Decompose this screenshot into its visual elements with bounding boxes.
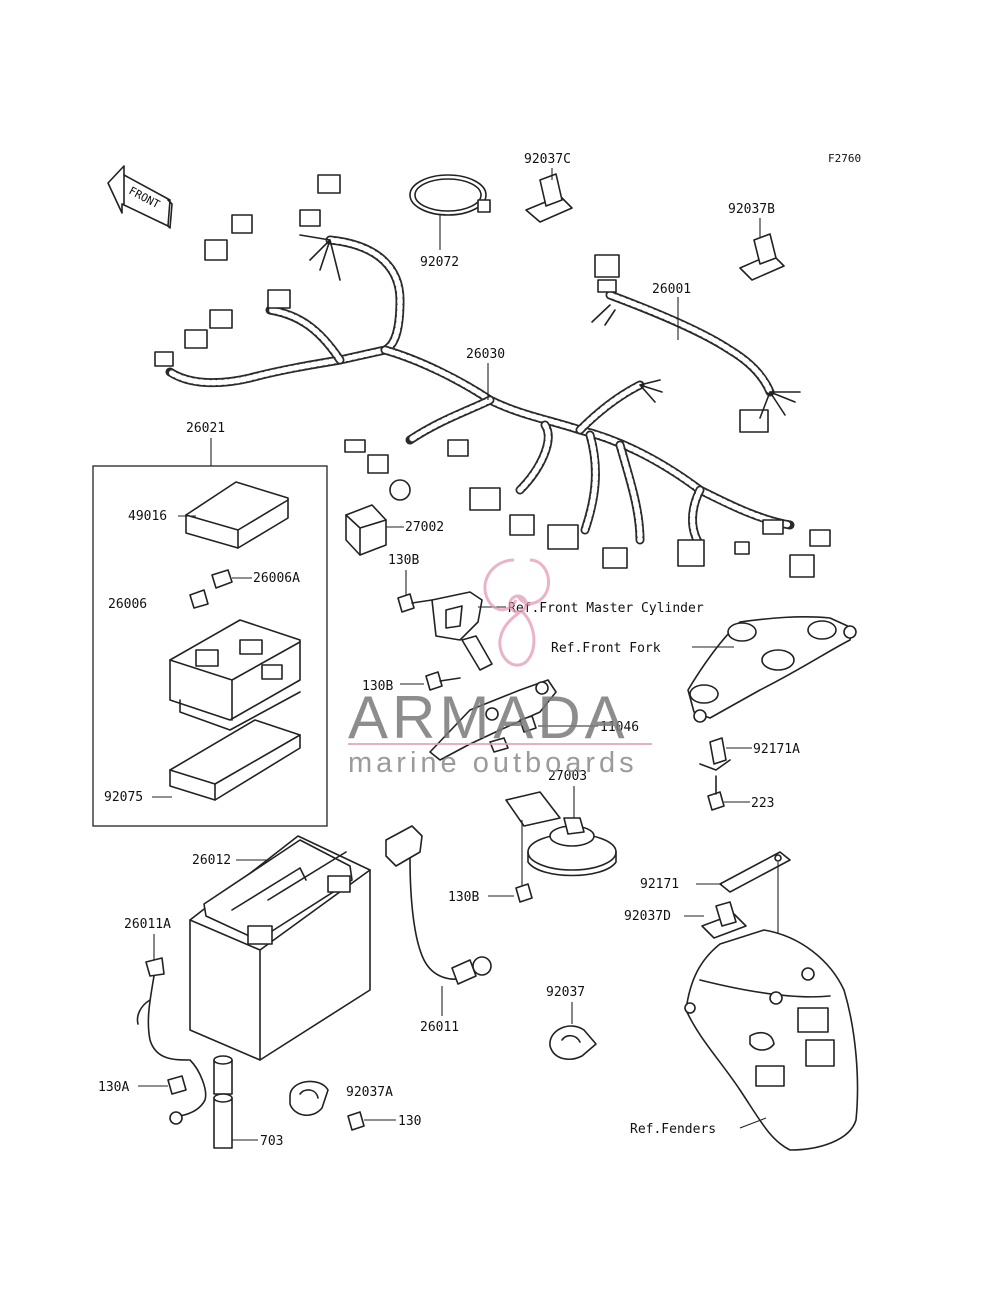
watermark-brand: ARMADA bbox=[348, 684, 629, 751]
label-27002: 27002 bbox=[405, 520, 444, 535]
clamp-92037A bbox=[289, 1080, 329, 1116]
horn-27003 bbox=[505, 791, 617, 877]
relay-27002 bbox=[345, 504, 387, 556]
bolt-130A bbox=[167, 1075, 187, 1095]
strap-92171 bbox=[719, 851, 791, 893]
fuse-box-body bbox=[169, 619, 301, 731]
label-26030: 26030 bbox=[466, 347, 505, 362]
master-cylinder-bracket bbox=[431, 591, 493, 671]
breather-tube-703 bbox=[213, 1055, 233, 1149]
label-26011: 26011 bbox=[420, 1020, 459, 1035]
bolt-130 bbox=[347, 1111, 365, 1131]
label-26011A: 26011A bbox=[124, 917, 171, 932]
label-26021: 26021 bbox=[186, 421, 225, 436]
label-130B-top: 130B bbox=[388, 553, 419, 568]
negative-cable-26011A bbox=[136, 957, 207, 1125]
ref-fenders: Ref.Fenders bbox=[630, 1122, 716, 1137]
fuse-box-tray-92075 bbox=[169, 719, 301, 801]
ref-front-master-cylinder: Ref.Front Master Cylinder bbox=[508, 601, 704, 616]
clamp-92037C bbox=[525, 173, 573, 223]
watermark: ARMADA marine outboards bbox=[348, 558, 652, 779]
front-fork-triple-clamp bbox=[687, 615, 857, 723]
clamp-92037B bbox=[739, 233, 785, 281]
fuse-box-group-frame bbox=[92, 465, 328, 827]
label-26006A: 26006A bbox=[253, 571, 300, 586]
label-11046: 11046 bbox=[600, 720, 639, 735]
front-arrow-icon: FRONT bbox=[107, 165, 173, 229]
label-49016: 49016 bbox=[128, 509, 167, 524]
label-92171A: 92171A bbox=[753, 742, 800, 757]
watermark-tagline: marine outboards bbox=[348, 747, 638, 779]
bolt-130B-bottom bbox=[515, 883, 533, 903]
fuse-26006A bbox=[189, 569, 233, 609]
bolt-130B-top bbox=[397, 593, 433, 613]
label-26006: 26006 bbox=[108, 597, 147, 612]
battery-26012 bbox=[189, 835, 371, 1061]
label-130: 130 bbox=[398, 1114, 421, 1129]
label-92072: 92072 bbox=[420, 255, 459, 270]
label-130B-mid: 130B bbox=[362, 679, 393, 694]
clamp-92037D bbox=[701, 901, 747, 939]
propeller-logo-icon bbox=[483, 558, 551, 667]
label-130B-bottom: 130B bbox=[448, 890, 479, 905]
label-26012: 26012 bbox=[192, 853, 231, 868]
bolt-130B-mid bbox=[425, 671, 461, 691]
label-703: 703 bbox=[260, 1134, 283, 1149]
fuse-box-cover-49016 bbox=[185, 481, 289, 549]
label-92037: 92037 bbox=[546, 985, 585, 1000]
cable-tie-92072 bbox=[409, 174, 491, 216]
clip-92171A bbox=[699, 737, 731, 771]
sub-harness-26001 bbox=[591, 254, 801, 433]
horn-bracket-11046 bbox=[429, 679, 557, 761]
label-92037B: 92037B bbox=[728, 202, 775, 217]
positive-cable-26011 bbox=[385, 825, 492, 985]
figure-code: F2760 bbox=[828, 152, 861, 165]
label-130A: 130A bbox=[98, 1080, 129, 1095]
screw-223 bbox=[707, 775, 725, 811]
label-92171: 92171 bbox=[640, 877, 679, 892]
ref-front-fork: Ref.Front Fork bbox=[551, 641, 661, 656]
label-92037D: 92037D bbox=[624, 909, 671, 924]
label-27003: 27003 bbox=[548, 769, 587, 784]
label-223: 223 bbox=[751, 796, 774, 811]
rear-fender bbox=[684, 929, 859, 1151]
clamp-92037 bbox=[549, 1025, 597, 1060]
label-92037A: 92037A bbox=[346, 1085, 393, 1100]
label-92075: 92075 bbox=[104, 790, 143, 805]
label-26001: 26001 bbox=[652, 282, 691, 297]
main-harness-26030 bbox=[154, 174, 831, 578]
label-92037C: 92037C bbox=[524, 152, 571, 167]
